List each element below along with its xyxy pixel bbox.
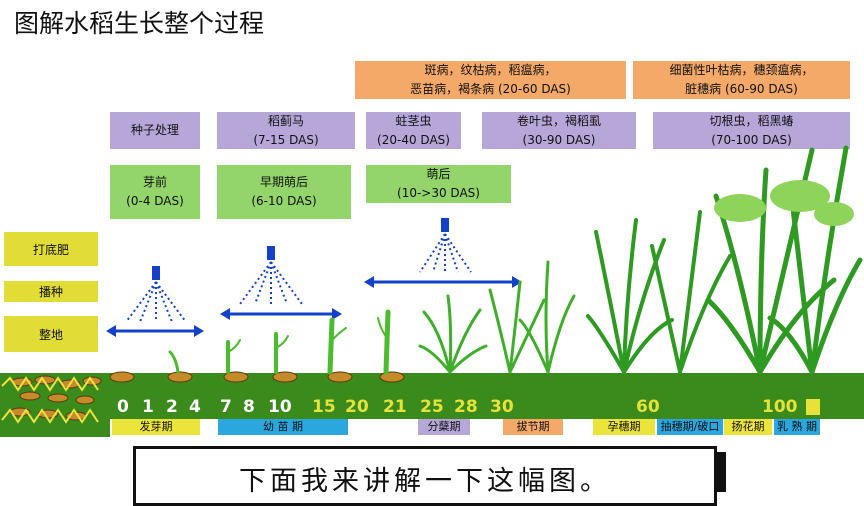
disease-box-1: 斑病，纹枯病，稻瘟病， 恶苗病，褐条病 (20-60 DAS) xyxy=(355,61,626,99)
day-tick-4-label: 4 xyxy=(189,397,201,417)
rice-tillering-icon xyxy=(418,260,576,374)
pest-box-cutworm-line2: (70-100 DAS) xyxy=(711,132,792,147)
timeline-end-marker xyxy=(806,399,820,415)
herbicide-box-post-line1: 萌后 xyxy=(426,167,451,181)
pest-box-stem-borer-line2: (20-40 DAS) xyxy=(377,132,450,147)
stage-booting: 孕穗期 xyxy=(593,419,655,435)
rice-booting-icon xyxy=(586,210,732,374)
day-tick-100: 100 xyxy=(762,396,798,418)
stage-tillering: 分蘖期 xyxy=(418,419,470,435)
ground-strip xyxy=(0,373,864,391)
pest-box-stem-borer: 蛀茎虫 (20-40 DAS) xyxy=(366,112,461,149)
day-tick-7: 7 xyxy=(220,396,232,418)
stage-flowering: 扬花期 xyxy=(724,419,772,435)
page-title: 图解水稻生长整个过程 xyxy=(14,9,265,38)
day-tick-1-label: 1 xyxy=(142,397,154,417)
disease-box-2-line2: 脏穗病 (60-90 DAS) xyxy=(685,82,798,96)
pest-box-stem-borer-line1: 蛀茎虫 xyxy=(395,113,432,128)
range-arrow-1 xyxy=(106,325,204,337)
sprayer-icon-1 xyxy=(125,266,187,323)
soil-line-icon xyxy=(1,408,99,424)
day-tick-30-label: 30 xyxy=(490,397,514,417)
day-tick-60-label: 60 xyxy=(636,397,660,417)
stage-heading: 抽穗期/破口 xyxy=(657,419,723,435)
caption-box: 下面我来讲解一下这幅图。 xyxy=(133,446,717,506)
range-arrow-3 xyxy=(364,276,522,288)
day-tick-15: 15 xyxy=(312,396,336,418)
stage-seedling: 幼 苗 期 xyxy=(218,419,348,435)
sprayer-icon-2 xyxy=(239,246,303,305)
pest-box-seed-treatment-line1: 种子处理 xyxy=(130,123,179,137)
day-tick-20: 20 xyxy=(345,396,369,418)
rice-panicle-icon xyxy=(714,180,854,226)
disease-box-2: 细菌性叶枯病，穗颈瘟病， 脏穗病 (60-90 DAS) xyxy=(633,61,850,99)
prep-label-base-fertilizer: 打底肥 xyxy=(4,232,98,266)
day-tick-15-label: 15 xyxy=(312,397,336,417)
day-tick-0-label: 0 xyxy=(117,397,129,417)
day-tick-2-label: 2 xyxy=(166,397,178,417)
day-tick-28: 28 xyxy=(454,396,478,418)
day-tick-10-label: 10 xyxy=(268,397,292,417)
day-tick-28-label: 28 xyxy=(454,397,478,417)
growth-illustration xyxy=(0,145,864,437)
day-tick-21-label: 21 xyxy=(383,397,407,417)
herbicide-box-post: 萌后 (10->30 DAS) xyxy=(366,165,511,203)
disease-box-1-line1: 斑病，纹枯病，稻瘟病， xyxy=(424,63,557,77)
prep-label-sowing: 播种 xyxy=(4,281,98,302)
day-tick-8: 8 xyxy=(243,396,255,418)
herbicide-box-early-post: 早期萌后 (6-10 DAS) xyxy=(217,165,351,219)
day-tick-25-label: 25 xyxy=(420,397,444,417)
stage-germination: 发芽期 xyxy=(112,419,200,435)
herbicide-box-pre-emergence-line2: (0-4 DAS) xyxy=(126,194,184,208)
pest-box-thrips-line1: 稻蓟马 xyxy=(267,113,304,128)
day-tick-4: 4 xyxy=(189,396,201,418)
day-tick-10: 10 xyxy=(268,396,292,418)
day-tick-30: 30 xyxy=(490,396,514,418)
day-tick-21: 21 xyxy=(383,396,407,418)
day-tick-1: 1 xyxy=(142,396,154,418)
herbicide-box-post-line2: (10->30 DAS) xyxy=(397,186,480,200)
herbicide-box-early-post-line2: (6-10 DAS) xyxy=(251,194,317,208)
pest-box-leaf-roller-line1: 卷叶虫，褐稻虱 xyxy=(516,113,601,128)
herbicide-box-pre-emergence-line1: 芽前 xyxy=(142,175,167,189)
pest-box-seed-treatment: 种子处理 xyxy=(110,112,200,149)
pest-box-cutworm: 切根虫，稻黑蝽 (70-100 DAS) xyxy=(653,112,850,149)
stage-milk-ripening: 乳 熟 期 xyxy=(774,419,820,435)
prep-label-land-prep: 整地 xyxy=(4,316,98,352)
timeline-band xyxy=(0,391,864,419)
pest-box-thrips: 稻蓟马 (7-15 DAS) xyxy=(217,112,355,149)
caption-text: 下面我来讲解一下这幅图。 xyxy=(239,466,611,497)
soil-line-icon xyxy=(1,376,99,392)
day-tick-8-label: 8 xyxy=(243,397,255,417)
herbicide-box-pre-emergence: 芽前 (0-4 DAS) xyxy=(110,165,200,219)
herbicide-box-early-post-line1: 早期萌后 xyxy=(259,175,308,189)
range-arrow-2 xyxy=(220,308,342,320)
day-tick-60: 60 xyxy=(636,396,660,418)
pest-box-leaf-roller-line2: (30-90 DAS) xyxy=(522,132,596,147)
pest-box-thrips-line2: (7-15 DAS) xyxy=(253,132,319,147)
sprayer-icon-3 xyxy=(419,218,472,273)
day-tick-25: 25 xyxy=(420,396,444,418)
pest-box-cutworm-line1: 切根虫，稻黑蝽 xyxy=(709,113,794,128)
day-tick-0: 0 xyxy=(117,396,129,418)
day-tick-100-label: 100 xyxy=(762,397,798,417)
day-tick-20-label: 20 xyxy=(345,397,369,417)
day-tick-7-label: 7 xyxy=(220,397,232,417)
stage-jointing: 拔节期 xyxy=(503,419,563,435)
rice-heading-icon xyxy=(705,145,863,375)
disease-box-1-line2: 恶苗病，褐条病 (20-60 DAS) xyxy=(410,82,571,96)
rice-seedling-icon xyxy=(168,309,391,375)
pest-box-leaf-roller: 卷叶虫，褐稻虱 (30-90 DAS) xyxy=(482,112,636,149)
caption-shadow xyxy=(717,452,726,492)
disease-box-2-line1: 细菌性叶枯病，穗颈瘟病， xyxy=(669,63,814,77)
day-tick-2: 2 xyxy=(166,396,178,418)
